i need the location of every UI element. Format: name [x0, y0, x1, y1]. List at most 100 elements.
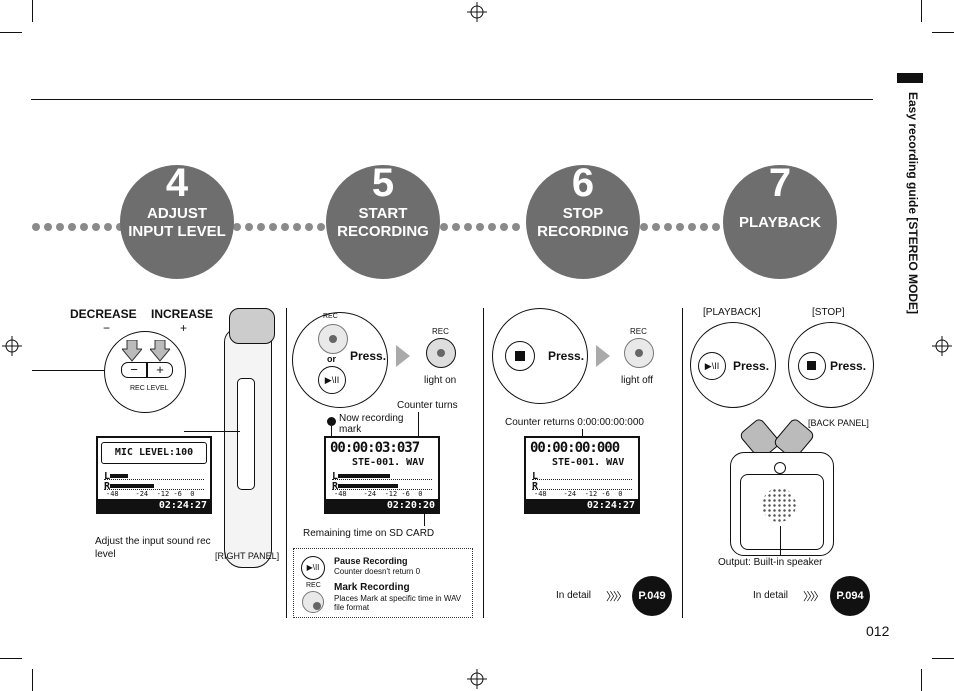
- lcd-remaining-time: 02:20:20: [326, 499, 438, 512]
- step-number: 4: [165, 161, 189, 205]
- registration-mark-icon: [467, 2, 487, 22]
- plus-sign: +: [180, 321, 188, 335]
- stop-press-circle: [492, 308, 588, 404]
- page-number: 012: [866, 623, 890, 639]
- chevron-right-icon: 〉〉〉〉: [803, 591, 824, 603]
- press-label: Press.: [350, 349, 387, 363]
- lcd-scale: -48 -24 -12 -6 0: [534, 490, 623, 498]
- step-4-circle: 4 ADJUST INPUT LEVEL: [120, 161, 234, 279]
- in-detail-label: In detail: [556, 590, 592, 601]
- step-connector: [233, 218, 333, 231]
- play-pause-icon: ▶\II: [301, 556, 325, 580]
- remaining-caption: Remaining time on SD CARD: [303, 528, 435, 539]
- minus-sign: −: [103, 321, 111, 335]
- step-label: RECORDING: [537, 223, 629, 240]
- lcd-counter: 00:00:00:000: [530, 440, 620, 456]
- sidebar-title: Easy recording guide [STEREO MODE]: [906, 92, 920, 315]
- step-label: STOP: [562, 205, 604, 222]
- recorder-button-strip: [237, 378, 255, 490]
- rec-level-minus-button[interactable]: −: [121, 362, 147, 378]
- play-pause-button[interactable]: ▶\II: [318, 366, 346, 394]
- step-label: ADJUST: [146, 205, 207, 222]
- crop-mark: [932, 658, 954, 659]
- step-connector: [440, 218, 532, 231]
- sidebar-tab: [897, 73, 923, 83]
- stop-square-icon: [515, 351, 525, 361]
- crop-mark: [32, 669, 33, 691]
- rec-small-label: REC: [306, 582, 321, 589]
- lcd-display: 00:00:00:000 STE-001. WAV L R -48 -24 -1…: [524, 436, 640, 514]
- leader-line: [780, 526, 781, 556]
- lcd-display: MIC LEVEL:100 L R -48 -24 -12 -6 0 02:24…: [96, 436, 212, 514]
- leader-line: [184, 431, 240, 432]
- column-divider: [483, 308, 484, 618]
- step-label: RECORDING: [337, 223, 429, 240]
- header-rule: [31, 99, 873, 100]
- leader-line: [424, 510, 425, 526]
- lcd-title-box: MIC LEVEL:100: [101, 442, 207, 464]
- rec-level-label: REC LEVEL: [130, 385, 169, 392]
- rec-label: REC: [323, 313, 338, 320]
- recording-dot-icon: [327, 417, 336, 426]
- right-panel-label: [RIGHT PANEL]: [215, 551, 280, 561]
- step-7-circle: 7 PLAYBACK: [723, 161, 837, 279]
- step-number: 6: [571, 161, 595, 205]
- level-meter-r: [532, 484, 632, 490]
- arrow-right-icon: [596, 345, 610, 367]
- rec-level-plus-button[interactable]: +: [147, 362, 173, 378]
- stop-square-icon: [807, 361, 816, 370]
- mark-title: Mark Recording: [334, 582, 410, 593]
- pause-text: Counter doesn't return 0: [334, 567, 421, 576]
- increase-label: INCREASE: [151, 307, 214, 321]
- leader-line: [418, 412, 419, 442]
- back-panel-label: [BACK PANEL]: [808, 418, 869, 428]
- decrease-label: DECREASE: [70, 307, 137, 321]
- step-connector: [640, 218, 732, 231]
- tripod-mount-icon: [774, 462, 786, 474]
- registration-mark-icon: [467, 669, 487, 689]
- adjust-caption: Adjust the input sound rec level: [95, 536, 211, 560]
- leader-line: [331, 426, 332, 442]
- lcd-channel-r: R: [332, 481, 339, 492]
- page-reference-link[interactable]: P.094: [830, 576, 870, 616]
- or-label: or: [327, 354, 336, 364]
- step-label: PLAYBACK: [739, 214, 821, 231]
- pause-title: Pause Recording: [334, 556, 408, 566]
- leader-line: [582, 429, 583, 441]
- page-reference-link[interactable]: P.049: [632, 576, 672, 616]
- lcd-display: 00:00:03:037 STE-001. WAV L R -48 -24 -1…: [324, 436, 440, 514]
- level-meter-l: [532, 474, 632, 480]
- stop-button[interactable]: [505, 341, 535, 371]
- column-divider: [682, 308, 683, 618]
- level-meter-r: [332, 484, 432, 490]
- crop-mark: [0, 658, 22, 659]
- crop-mark: [921, 0, 922, 22]
- lcd-channel-l: L: [332, 471, 339, 482]
- rec-button[interactable]: [318, 324, 348, 354]
- registration-mark-icon: [932, 336, 952, 356]
- mark-text: Places Mark at specific time in WAV file…: [334, 594, 462, 612]
- press-label: Press.: [830, 359, 867, 373]
- output-label: Output: Built-in speaker: [718, 557, 823, 568]
- recorder-mic-head: [229, 308, 275, 344]
- rec-light-on-icon: [426, 338, 456, 368]
- column-divider: [286, 308, 287, 618]
- lcd-remaining-time: 02:24:27: [98, 499, 210, 512]
- playback-label: [PLAYBACK]: [703, 307, 761, 318]
- lcd-file-name: STE-001. WAV: [552, 457, 625, 468]
- recorder-back-inner: [740, 474, 824, 550]
- lcd-channel-r: R: [532, 481, 539, 492]
- rec-icon: [302, 591, 324, 613]
- play-pause-button[interactable]: ▶\II: [698, 352, 726, 380]
- crop-mark: [921, 669, 922, 691]
- stop-button[interactable]: [798, 352, 826, 380]
- chevron-right-icon: 〉〉〉〉: [606, 591, 627, 603]
- crop-mark: [0, 32, 22, 33]
- light-off-label: light off: [621, 375, 654, 386]
- rec-indicator-label: REC: [630, 327, 647, 336]
- light-on-label: light on: [424, 375, 457, 386]
- tips-box: [293, 548, 473, 618]
- step-6-circle: 6 STOP RECORDING: [526, 161, 640, 279]
- level-meter-r: [104, 484, 204, 490]
- step-5-circle: 5 START RECORDING: [326, 161, 440, 279]
